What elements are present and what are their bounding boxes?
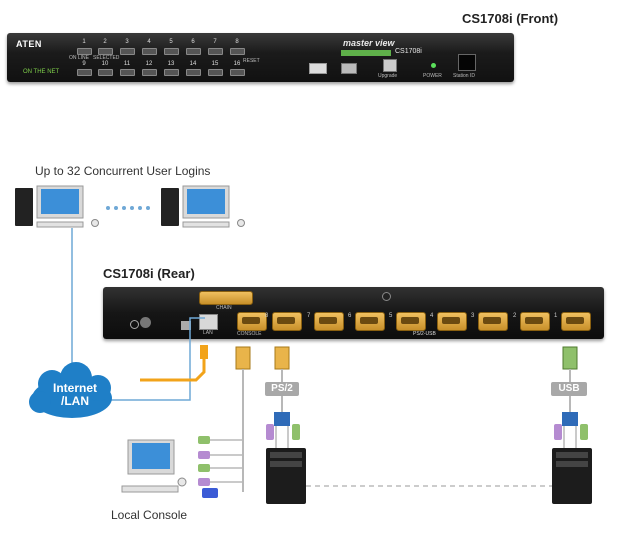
station-id-label: Station ID <box>453 73 475 79</box>
port-button-label: 16 <box>233 61 241 67</box>
port-button[interactable] <box>186 48 201 55</box>
port-button[interactable] <box>230 69 245 76</box>
port-number: 1 <box>554 313 558 319</box>
selected-label: SELECTED <box>93 55 120 61</box>
logins-caption: Up to 32 Concurrent User Logins <box>35 164 211 178</box>
port-button-label: 2 <box>103 39 107 45</box>
port-button[interactable] <box>120 48 135 55</box>
model-text: CS1708i <box>395 48 422 55</box>
usb-port-front-2 <box>341 63 357 74</box>
port-button-label: 8 <box>235 39 239 45</box>
kvm-port-2 <box>520 312 550 331</box>
port-button[interactable] <box>186 69 201 76</box>
port-button-label: 12 <box>145 61 153 67</box>
port-button[interactable] <box>98 69 113 76</box>
server-tower-2 <box>552 448 592 504</box>
front-title: CS1708i (Front) <box>462 11 559 26</box>
port-button-label: 6 <box>191 39 195 45</box>
port-button[interactable] <box>164 48 179 55</box>
power-label: POWER <box>423 73 442 79</box>
port-button[interactable] <box>120 69 135 76</box>
port-button[interactable] <box>208 69 223 76</box>
series-text: master view <box>343 38 395 48</box>
lan-label: LAN <box>203 330 213 336</box>
port-button[interactable] <box>164 69 179 76</box>
console-cable <box>198 346 251 498</box>
remote-computer-2 <box>161 185 245 228</box>
ps2usb-label: PS/2-USB <box>413 331 436 337</box>
top-button-row: 1 2 3 4 5 6 7 8 <box>77 37 257 59</box>
cloud-label: Internet /LAN <box>50 382 100 408</box>
lan-cable <box>140 345 208 382</box>
local-console-computer <box>121 439 187 493</box>
port-button-label: 3 <box>125 39 129 45</box>
rear-screw <box>382 292 391 301</box>
bottom-button-row: 9 10 11 12 13 14 15 16 <box>77 59 257 79</box>
port-number: 5 <box>389 313 393 319</box>
chain-label: CHAIN <box>216 305 232 311</box>
cloud-label-internet: Internet <box>52 381 97 395</box>
reset-label: RESET <box>243 58 260 64</box>
kvm-port-6 <box>355 312 385 331</box>
port-number: 4 <box>430 313 434 319</box>
port-button-label: 10 <box>101 61 109 67</box>
aten-logo: ATEN <box>16 39 42 49</box>
rear-title: CS1708i (Rear) <box>103 266 195 281</box>
chain-port <box>199 291 253 305</box>
port-button[interactable] <box>230 48 245 55</box>
port-button-label: 13 <box>167 61 175 67</box>
port-button[interactable] <box>208 48 223 55</box>
upgrade-label: Upgrade <box>378 73 398 79</box>
port-number: 7 <box>307 313 311 319</box>
usb-badge: USB <box>551 382 587 396</box>
usb-port-front <box>309 63 327 74</box>
port-button-label: 14 <box>189 61 197 67</box>
port-number: 2 <box>513 313 517 319</box>
port-button[interactable] <box>142 69 157 76</box>
kvm-port-4 <box>437 312 467 331</box>
port-number: 8 <box>265 313 269 319</box>
port-button[interactable] <box>142 48 157 55</box>
upgrade-port <box>383 59 397 72</box>
power-jack <box>181 321 191 330</box>
console-label: CONSOLE <box>237 331 262 337</box>
port-button-label: 7 <box>213 39 217 45</box>
ground-screw <box>140 317 151 328</box>
kvm-port-5 <box>396 312 426 331</box>
ground-icon <box>130 320 139 329</box>
port-button-label: 5 <box>169 39 173 45</box>
port-button[interactable] <box>98 48 113 55</box>
port-number: 3 <box>471 313 475 319</box>
kvm-port-7 <box>314 312 344 331</box>
kvm-port-8 <box>272 312 302 331</box>
port-number: 6 <box>348 313 352 319</box>
tagline: ON THE NET <box>23 69 60 75</box>
port-button-label: 4 <box>147 39 151 45</box>
internet-cloud <box>29 362 112 418</box>
front-panel: ATEN ON THE NET 1 2 3 4 5 6 7 8 ON LINE … <box>7 33 514 82</box>
green-stripe <box>341 50 391 56</box>
kvm-port-1 <box>561 312 591 331</box>
rear-panel: CHAIN LAN CONSOLE 8 7 6 5 4 3 2 1 PS/2-U… <box>103 287 604 339</box>
power-led <box>431 63 436 68</box>
kvm-port-3 <box>478 312 508 331</box>
port-button-label: 1 <box>82 39 86 45</box>
port-button-label: 15 <box>211 61 219 67</box>
usb-cable <box>554 346 588 450</box>
cloud-label-lan: /LAN <box>61 394 89 408</box>
online-label: ON LINE <box>69 55 90 61</box>
ps2-cable <box>266 346 300 450</box>
port-button[interactable] <box>77 69 92 76</box>
server-tower-1 <box>266 448 306 504</box>
port-button-label: 11 <box>123 61 131 67</box>
port-button-label: 9 <box>82 61 86 67</box>
ellipsis-dots <box>106 206 150 210</box>
port-button[interactable] <box>77 48 92 55</box>
console-port <box>237 312 267 331</box>
local-console-caption: Local Console <box>111 508 188 522</box>
station-id-display <box>458 54 476 71</box>
ps2-badge: PS/2 <box>265 382 299 396</box>
remote-computer-1 <box>15 185 99 228</box>
